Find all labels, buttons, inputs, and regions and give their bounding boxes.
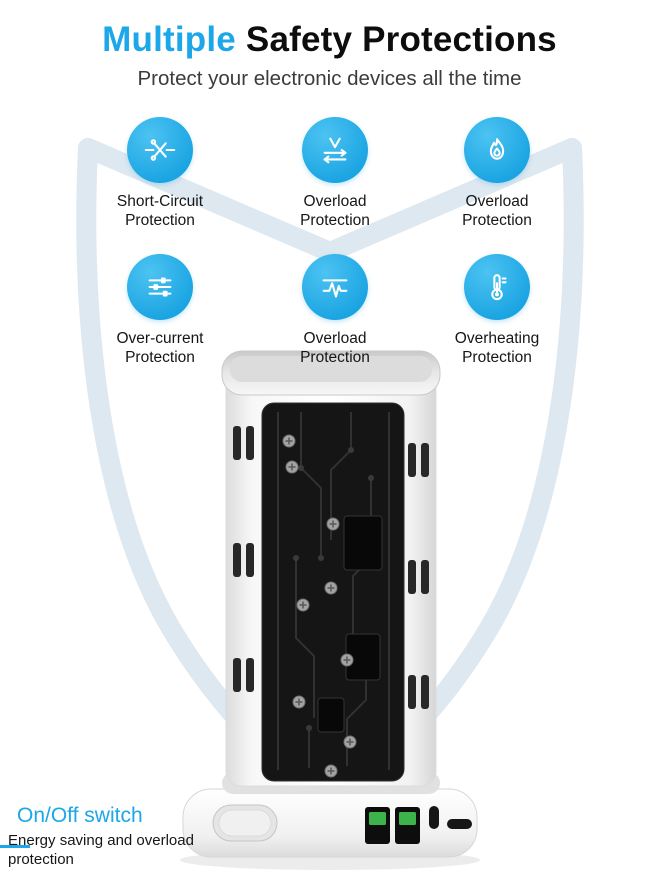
feature-label: Overload Protection <box>300 330 370 367</box>
feature-short-circuit: Short-Circuit Protection <box>85 117 235 231</box>
overload-voltage-icon <box>302 117 368 183</box>
feature-overload-voltage: Overload Protection <box>260 117 410 231</box>
page-title-accent: Multiple <box>102 20 236 59</box>
page-title-rest: Safety Protections <box>245 20 557 59</box>
pcb-chips <box>317 515 383 733</box>
feature-label: Over-current Protection <box>116 330 204 367</box>
pcb-screws <box>282 434 357 778</box>
pcb-vias <box>293 447 374 731</box>
feature-overload-surge: Overload Protection <box>260 254 410 368</box>
pcb-cutaway <box>261 402 405 782</box>
feature-label: Overload Protection <box>462 193 532 230</box>
overheating-icon <box>464 254 530 320</box>
feature-overload-flame: Overload Protection <box>422 117 572 231</box>
feature-label: Short-Circuit Protection <box>116 193 204 230</box>
usb-a-ports <box>365 807 420 844</box>
callout-title: On/Off switch <box>17 804 143 827</box>
feature-over-current: Over-current Protection <box>85 254 235 368</box>
callout-accent-line <box>0 845 30 848</box>
page-subtitle: Protect your electronic devices all the … <box>137 67 522 90</box>
power-button <box>212 804 278 842</box>
overload-flame-icon <box>464 117 530 183</box>
tower-top-face <box>230 356 432 382</box>
usb-c-port <box>429 806 439 829</box>
usb-c-port <box>447 819 472 829</box>
usb-c-ports <box>429 806 472 829</box>
overload-surge-icon <box>302 254 368 320</box>
outlet-slots <box>233 426 429 709</box>
callout-description: Energy saving and overload protection <box>8 832 194 868</box>
short-circuit-icon <box>127 117 193 183</box>
page-title: Multiple Safety Protections <box>0 20 659 60</box>
feature-overheating: Overheating Protection <box>422 254 572 368</box>
feature-label: Overheating Protection <box>454 330 540 367</box>
over-current-icon <box>127 254 193 320</box>
feature-label: Overload Protection <box>300 193 370 230</box>
